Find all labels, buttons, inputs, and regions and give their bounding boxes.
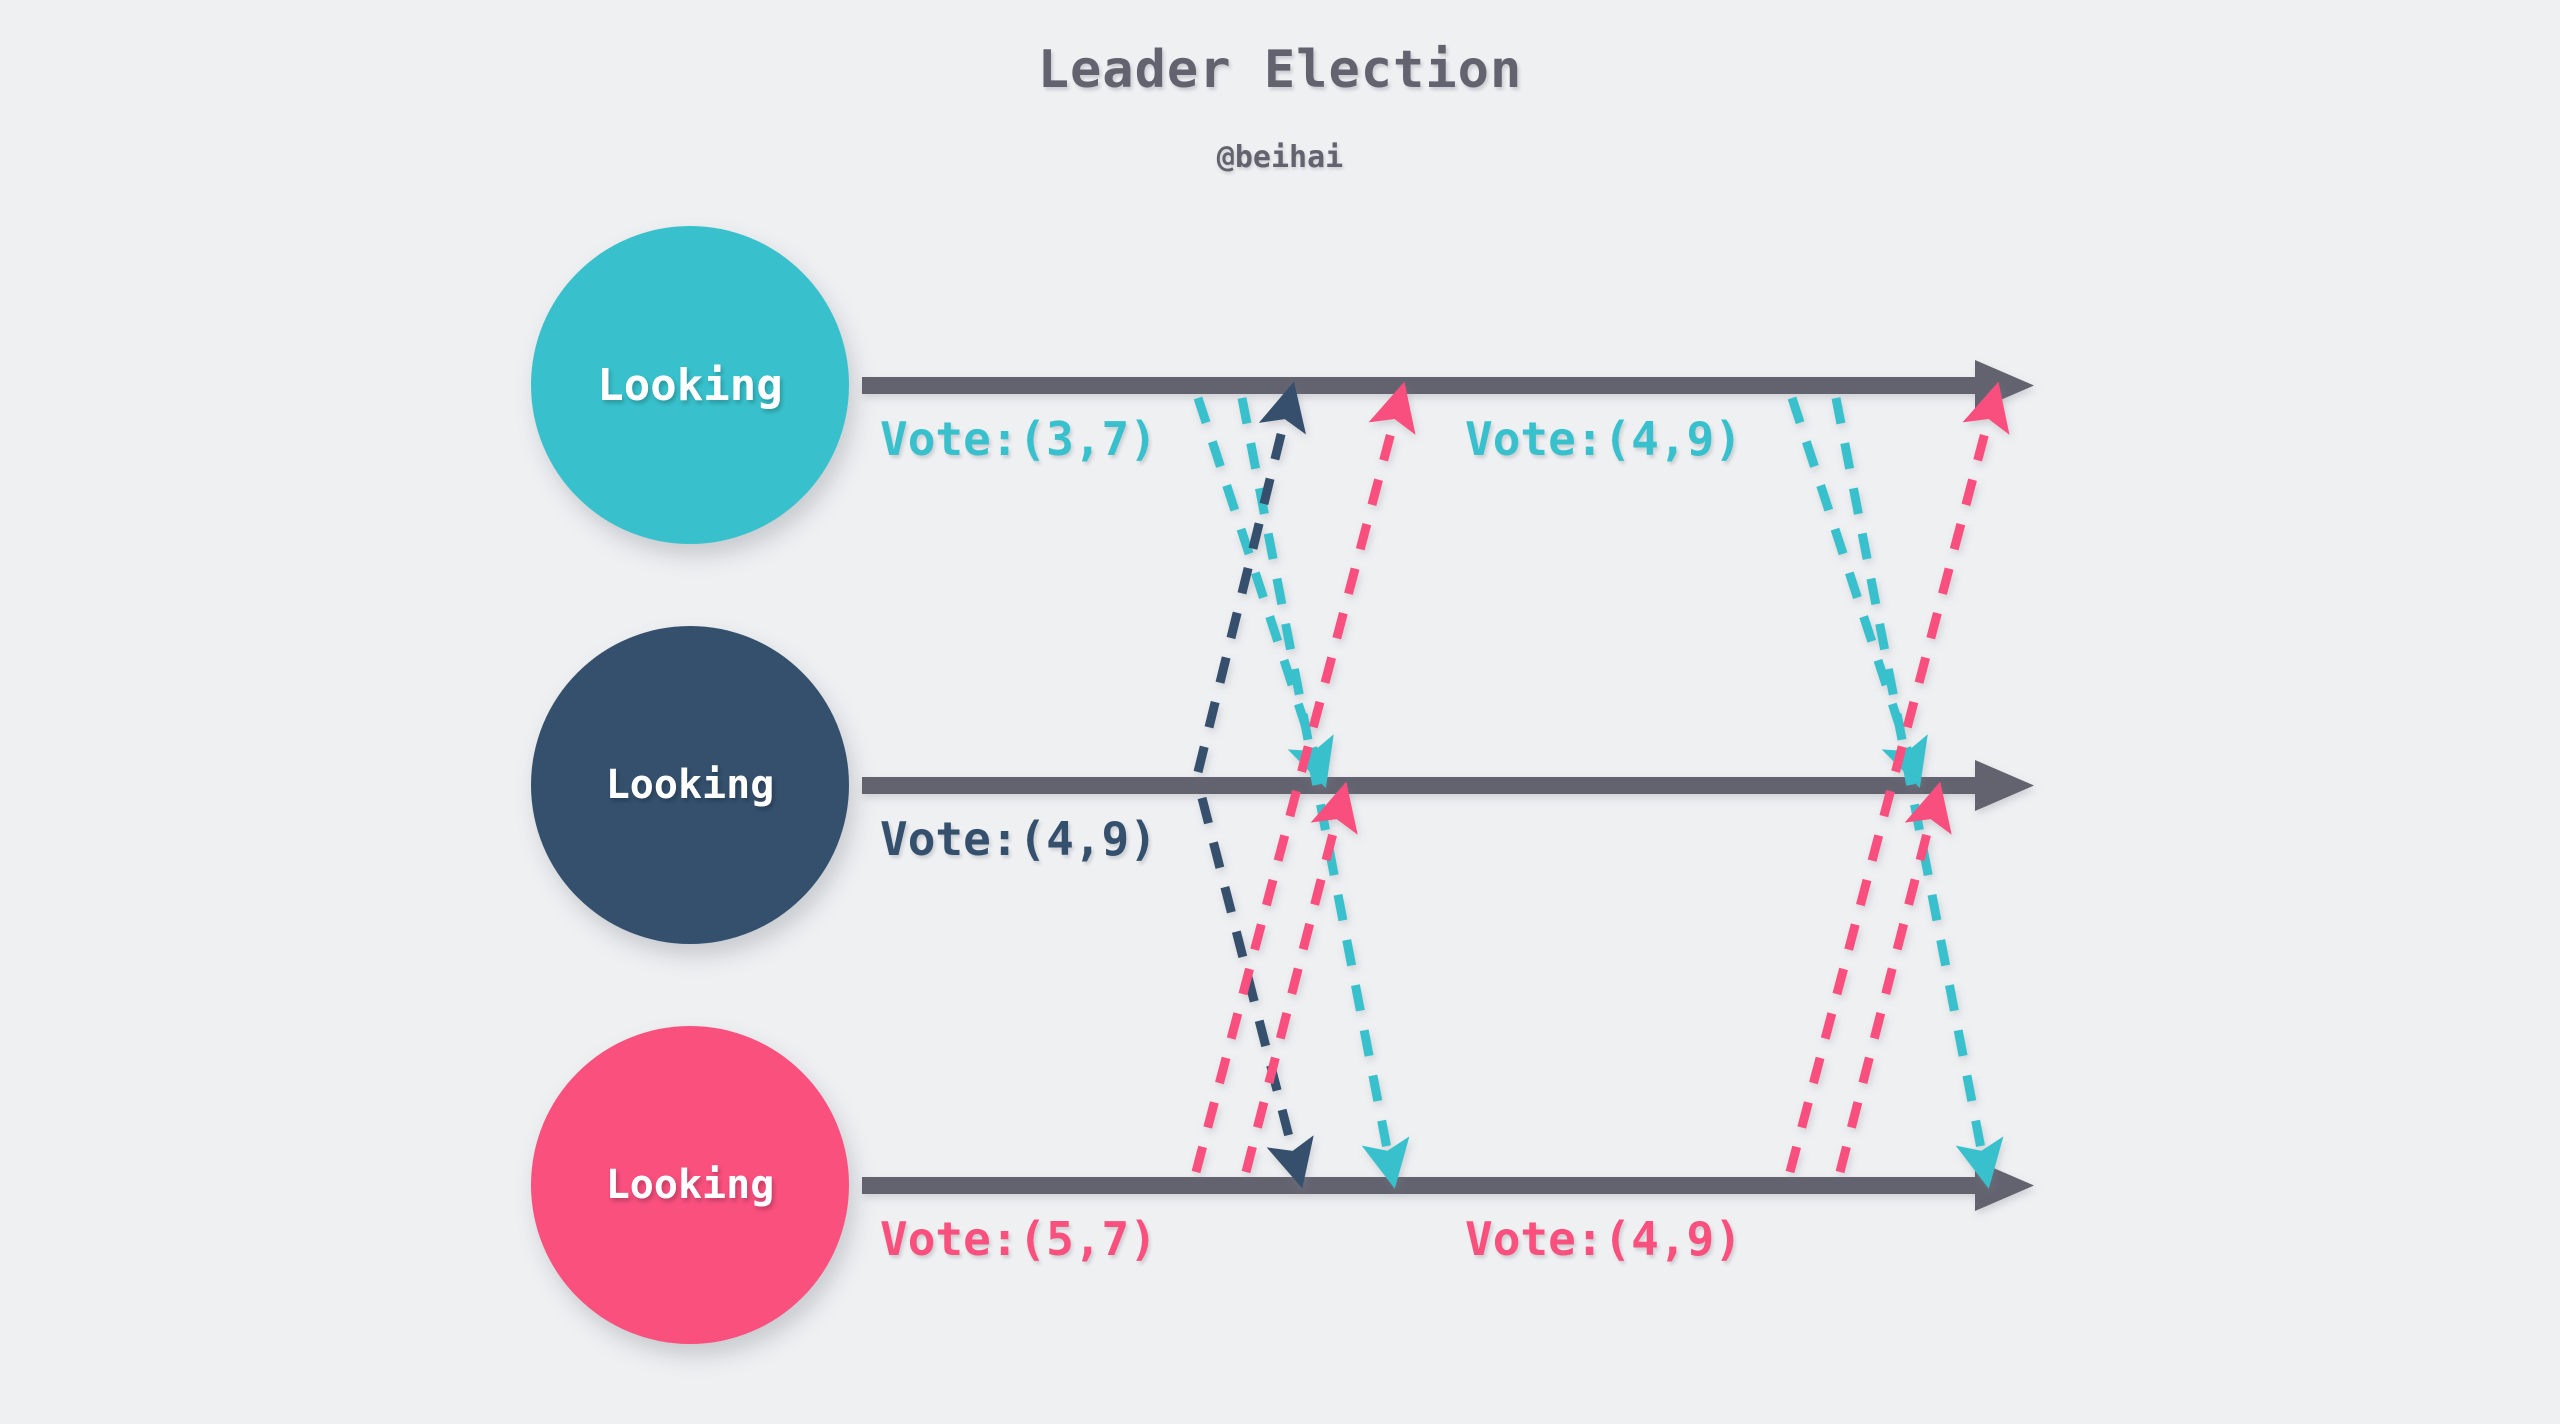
node-circle-3[interactable]: Looking bbox=[531, 1026, 849, 1344]
message-arrow-teal-r1-to-r2[interactable] bbox=[1193, 396, 1334, 788]
node-state-label: Looking bbox=[605, 1162, 775, 1208]
page-subtitle: @beihai bbox=[1216, 140, 1344, 175]
node-circle-1[interactable]: Looking bbox=[531, 226, 849, 544]
vote-label-row2-round1: Vote:(4,9) bbox=[880, 812, 1157, 866]
vote-label-row3-round1: Vote:(5,7) bbox=[880, 1212, 1157, 1266]
message-arrow-navy-r2-to-r1[interactable] bbox=[1193, 381, 1307, 774]
message-arrow-pink-r3-to-r1[interactable] bbox=[1785, 381, 2010, 1174]
timeline-row-3[interactable] bbox=[862, 1160, 2034, 1211]
node-state-label: Looking bbox=[605, 762, 775, 808]
vote-label-row1-round1: Vote:(3,7) bbox=[880, 412, 1157, 466]
message-arrow-pink-r3-to-r2[interactable] bbox=[1241, 781, 1358, 1174]
message-arrow-pink-r3-to-r1[interactable] bbox=[1191, 381, 1416, 1174]
timeline-row-2[interactable] bbox=[862, 760, 2034, 811]
node-circle-2[interactable]: Looking bbox=[531, 626, 849, 944]
round-1-messages bbox=[1191, 381, 1416, 1189]
round-2-messages bbox=[1785, 381, 2010, 1189]
message-arrow-teal-r1-to-r3[interactable] bbox=[1831, 397, 2004, 1189]
page-title: Leader Election bbox=[1037, 40, 1523, 100]
message-arrow-pink-r3-to-r2[interactable] bbox=[1835, 781, 1952, 1174]
message-arrow-teal-r1-to-r2[interactable] bbox=[1787, 396, 1928, 788]
vote-label-row1-round2: Vote:(4,9) bbox=[1465, 412, 1742, 466]
node-state-label: Looking bbox=[597, 359, 783, 411]
vote-label-row3-round2: Vote:(4,9) bbox=[1465, 1212, 1742, 1266]
timeline-row-1[interactable] bbox=[862, 360, 2034, 411]
message-arrow-teal-r1-to-r3[interactable] bbox=[1237, 397, 1410, 1189]
timeline-group bbox=[862, 360, 2034, 1211]
